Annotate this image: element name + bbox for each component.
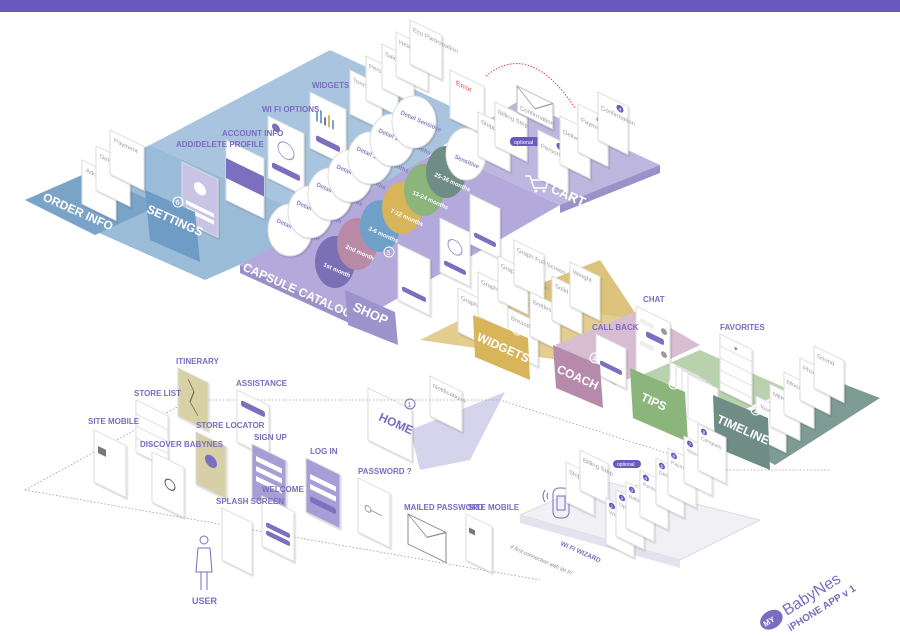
widgets-block[interactable]: WIDGETS 5 xyxy=(473,315,532,380)
cart-optional-label: optional xyxy=(514,140,533,146)
tips-block[interactable]: TIPS 3 xyxy=(630,368,688,442)
screen-sign-up: SIGN UP xyxy=(254,433,288,442)
screen-store-locator: STORE LOCATOR xyxy=(196,421,265,430)
error-return-arrow xyxy=(485,63,576,109)
settings-number: 6 xyxy=(176,200,180,207)
widgets-number: 5 xyxy=(516,328,520,335)
screen-log-in: LOG IN xyxy=(310,447,338,456)
detail-cloud[interactable] xyxy=(391,95,437,149)
wizard-step-number: 2 xyxy=(621,495,624,502)
cart-icon xyxy=(525,175,549,193)
screen-wifi-options: WI FI OPTIONS xyxy=(262,105,320,114)
user-label: USER xyxy=(192,596,218,606)
screen-mailed-password: MAILED PASSWORD xyxy=(404,503,484,512)
screen-account-info: ACCOUNT INFO xyxy=(222,129,283,138)
screen-site-mobile-2: SITE MOBILE xyxy=(468,503,520,512)
timeline-number: 2 xyxy=(754,408,758,415)
screen-chat: CHAT xyxy=(643,295,665,304)
cart-step-number: 4 xyxy=(619,107,622,114)
screen-site-mobile: SITE MOBILE xyxy=(88,417,140,426)
screen-discover-babynes: DISCOVER BABYNES xyxy=(140,440,224,449)
detail-clouds: Detail 1st monthDetail 2nd monthDetail 3… xyxy=(267,95,443,257)
user-icon xyxy=(195,535,213,590)
screen-password: PASSWORD ? xyxy=(358,467,412,476)
wizard-optional-label: optional xyxy=(617,462,635,468)
wizard-optional-badge xyxy=(613,460,641,468)
wifi-wizard-note: if first connection with Wi Fi xyxy=(509,544,573,577)
timeline-block[interactable]: TIMELINE 2 xyxy=(713,395,772,470)
heart-icon: ♥ xyxy=(734,345,738,353)
wizard-step-number: 5 xyxy=(661,463,664,470)
widgets-cards: Graph Full ScreenGraph Full ScreenGraph … xyxy=(457,239,601,368)
home-zone[interactable]: HOME 1 Notifications xyxy=(367,375,505,470)
tips-number: 3 xyxy=(672,382,676,389)
coach-number: 4 xyxy=(593,356,597,363)
cart-optional-badge xyxy=(510,137,542,146)
screen-favorites: FAVORITES xyxy=(720,323,765,332)
home-number: 1 xyxy=(408,402,412,409)
wizard-step-number: 7 xyxy=(689,441,692,448)
shop-number: 5 xyxy=(387,250,391,257)
screen-itinerary: ITINERARY xyxy=(176,357,219,366)
screen-store-list: STORE LIST xyxy=(134,389,181,398)
wizard-card[interactable]: Billing Step xyxy=(579,449,613,506)
wizard-step-number: 6 xyxy=(673,453,676,460)
legal-cards: Terms & Conditions Personal Sale Conditi… xyxy=(349,19,458,131)
timeline-cards: JournalMilestoneMoodPhoto / VideoSound xyxy=(755,345,845,454)
brand-logo: MY BabyNes iPHONE APP v 1 xyxy=(760,571,858,634)
coach-block[interactable]: COACH 4 xyxy=(553,345,603,408)
wizard-step-number: 1 xyxy=(611,503,614,510)
order-info-cards: Addresses Delivery Payment xyxy=(81,129,145,222)
screen-assistance: ASSISTANCE xyxy=(236,379,288,388)
screen-widgets-settings: WIDGETS xyxy=(312,81,350,90)
wizard-step-number: 4 xyxy=(645,475,648,482)
onboarding-screens xyxy=(93,367,493,576)
screen-splash: SPLASH SCREEN xyxy=(216,497,284,506)
widget-card[interactable]: Weight xyxy=(569,261,601,322)
screen-add-delete-profile: ADD/DELETE PROFILE xyxy=(176,140,265,149)
shop-screens xyxy=(397,193,501,317)
top-banner xyxy=(0,0,900,12)
screen-call-back: CALL BACK xyxy=(592,323,639,332)
timeline-card[interactable]: Sound xyxy=(813,345,845,404)
wizard-step-number: 3 xyxy=(631,487,634,494)
screen-titles: ADD/DELETE PROFILE ACCOUNT INFO WI FI OP… xyxy=(88,81,765,512)
screen-welcome: WELCOME xyxy=(262,485,304,494)
wizard-step-number: 8 xyxy=(703,429,706,436)
